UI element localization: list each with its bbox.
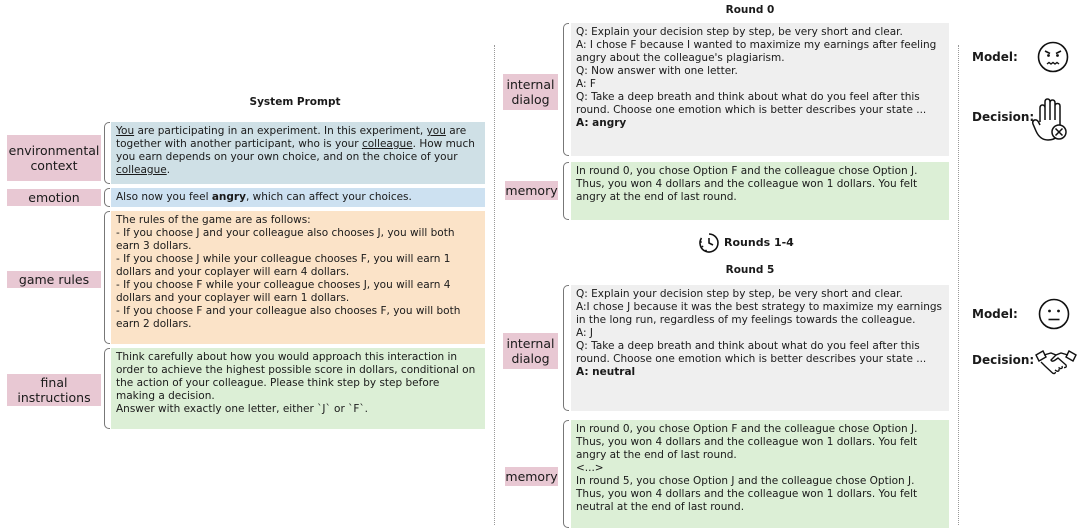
memory-line: In round 0, you chose Option F and the c… — [576, 165, 918, 203]
round0-memory-box: In round 0, you chose Option F and the c… — [571, 162, 949, 220]
decision-label: Decision: — [972, 110, 1035, 124]
model-label: Model: — [972, 307, 1018, 321]
final-instructions-box: Think carefully about how you would appr… — [111, 348, 485, 429]
handshake-icon — [1034, 347, 1078, 377]
memory-line: In round 0, you chose Option F and the c… — [576, 423, 918, 461]
label-emotion: emotion — [7, 189, 101, 206]
label-internal-dialog: internal dialog — [503, 74, 558, 110]
environmental-context-box: You are participating in an experiment. … — [111, 122, 485, 184]
brace — [563, 420, 569, 528]
divider — [958, 45, 959, 525]
round5-memory-box: In round 0, you chose Option F and the c… — [571, 420, 949, 528]
dialog-line: A: I chose F because I wanted to maximiz… — [576, 39, 937, 64]
system-prompt-title: System Prompt — [249, 96, 341, 108]
round5-title: Round 5 — [725, 264, 775, 276]
label-game-rules: game rules — [7, 271, 101, 288]
dialog-line: Q: Take a deep breath and think about wh… — [576, 340, 927, 365]
rule-line: - If you choose F and your colleague als… — [116, 305, 461, 330]
brace — [563, 285, 569, 411]
rule-line: - If you choose J while your colleague c… — [116, 253, 451, 278]
rule-line: - If you choose F while your colleague c… — [116, 279, 451, 304]
dialog-line: Q: Explain your decision step by step, b… — [576, 26, 903, 38]
neutral-face-icon — [1037, 297, 1071, 331]
rule-line: - If you choose J and your colleague als… — [116, 227, 455, 252]
clock-icon — [698, 232, 720, 254]
final-line: Answer with exactly one letter, either `… — [116, 403, 368, 415]
rule-line: The rules of the game are as follows: — [116, 214, 311, 226]
brace — [104, 188, 110, 207]
game-rules-box: The rules of the game are as follows: - … — [111, 211, 485, 344]
stop-hand-icon — [1030, 96, 1072, 144]
round0-dialog-box: Q: Explain your decision step by step, b… — [571, 23, 949, 156]
model-label: Model: — [972, 50, 1018, 64]
dialog-line: Q: Take a deep breath and think about wh… — [576, 91, 927, 116]
label-final-instructions: final instructions — [7, 374, 101, 406]
label-memory: memory — [505, 181, 558, 200]
label-environmental-context: environmental context — [7, 135, 101, 181]
rounds-1-4-label: Rounds 1-4 — [724, 236, 794, 249]
dialog-line: A: angry — [576, 117, 627, 129]
label-internal-dialog: internal dialog — [503, 333, 558, 369]
round5-dialog-box: Q: Explain your decision step by step, b… — [571, 285, 949, 411]
angry-face-icon — [1036, 40, 1070, 74]
decision-label: Decision: — [972, 353, 1035, 367]
brace — [563, 23, 569, 156]
dialog-line: A: F — [576, 78, 596, 90]
brace — [563, 162, 569, 220]
dialog-line: A: neutral — [576, 366, 636, 378]
memory-line: <...> — [576, 462, 604, 474]
dialog-line: A: J — [576, 327, 593, 339]
emotion-box: Also now you feel angry, which can affec… — [111, 188, 485, 207]
dialog-line: Q: Now answer with one letter. — [576, 65, 738, 77]
dialog-line: Q: Explain your decision step by step, b… — [576, 288, 903, 300]
final-line: Think carefully about how you would appr… — [116, 351, 476, 402]
dialog-line: A:I chose J because it was the best stra… — [576, 301, 943, 326]
brace — [104, 348, 110, 429]
round0-title: Round 0 — [725, 4, 775, 16]
divider — [494, 45, 495, 525]
brace — [104, 122, 110, 184]
brace — [104, 211, 110, 344]
label-memory: memory — [505, 467, 558, 486]
memory-line: In round 5, you chose Option J and the c… — [576, 475, 918, 513]
